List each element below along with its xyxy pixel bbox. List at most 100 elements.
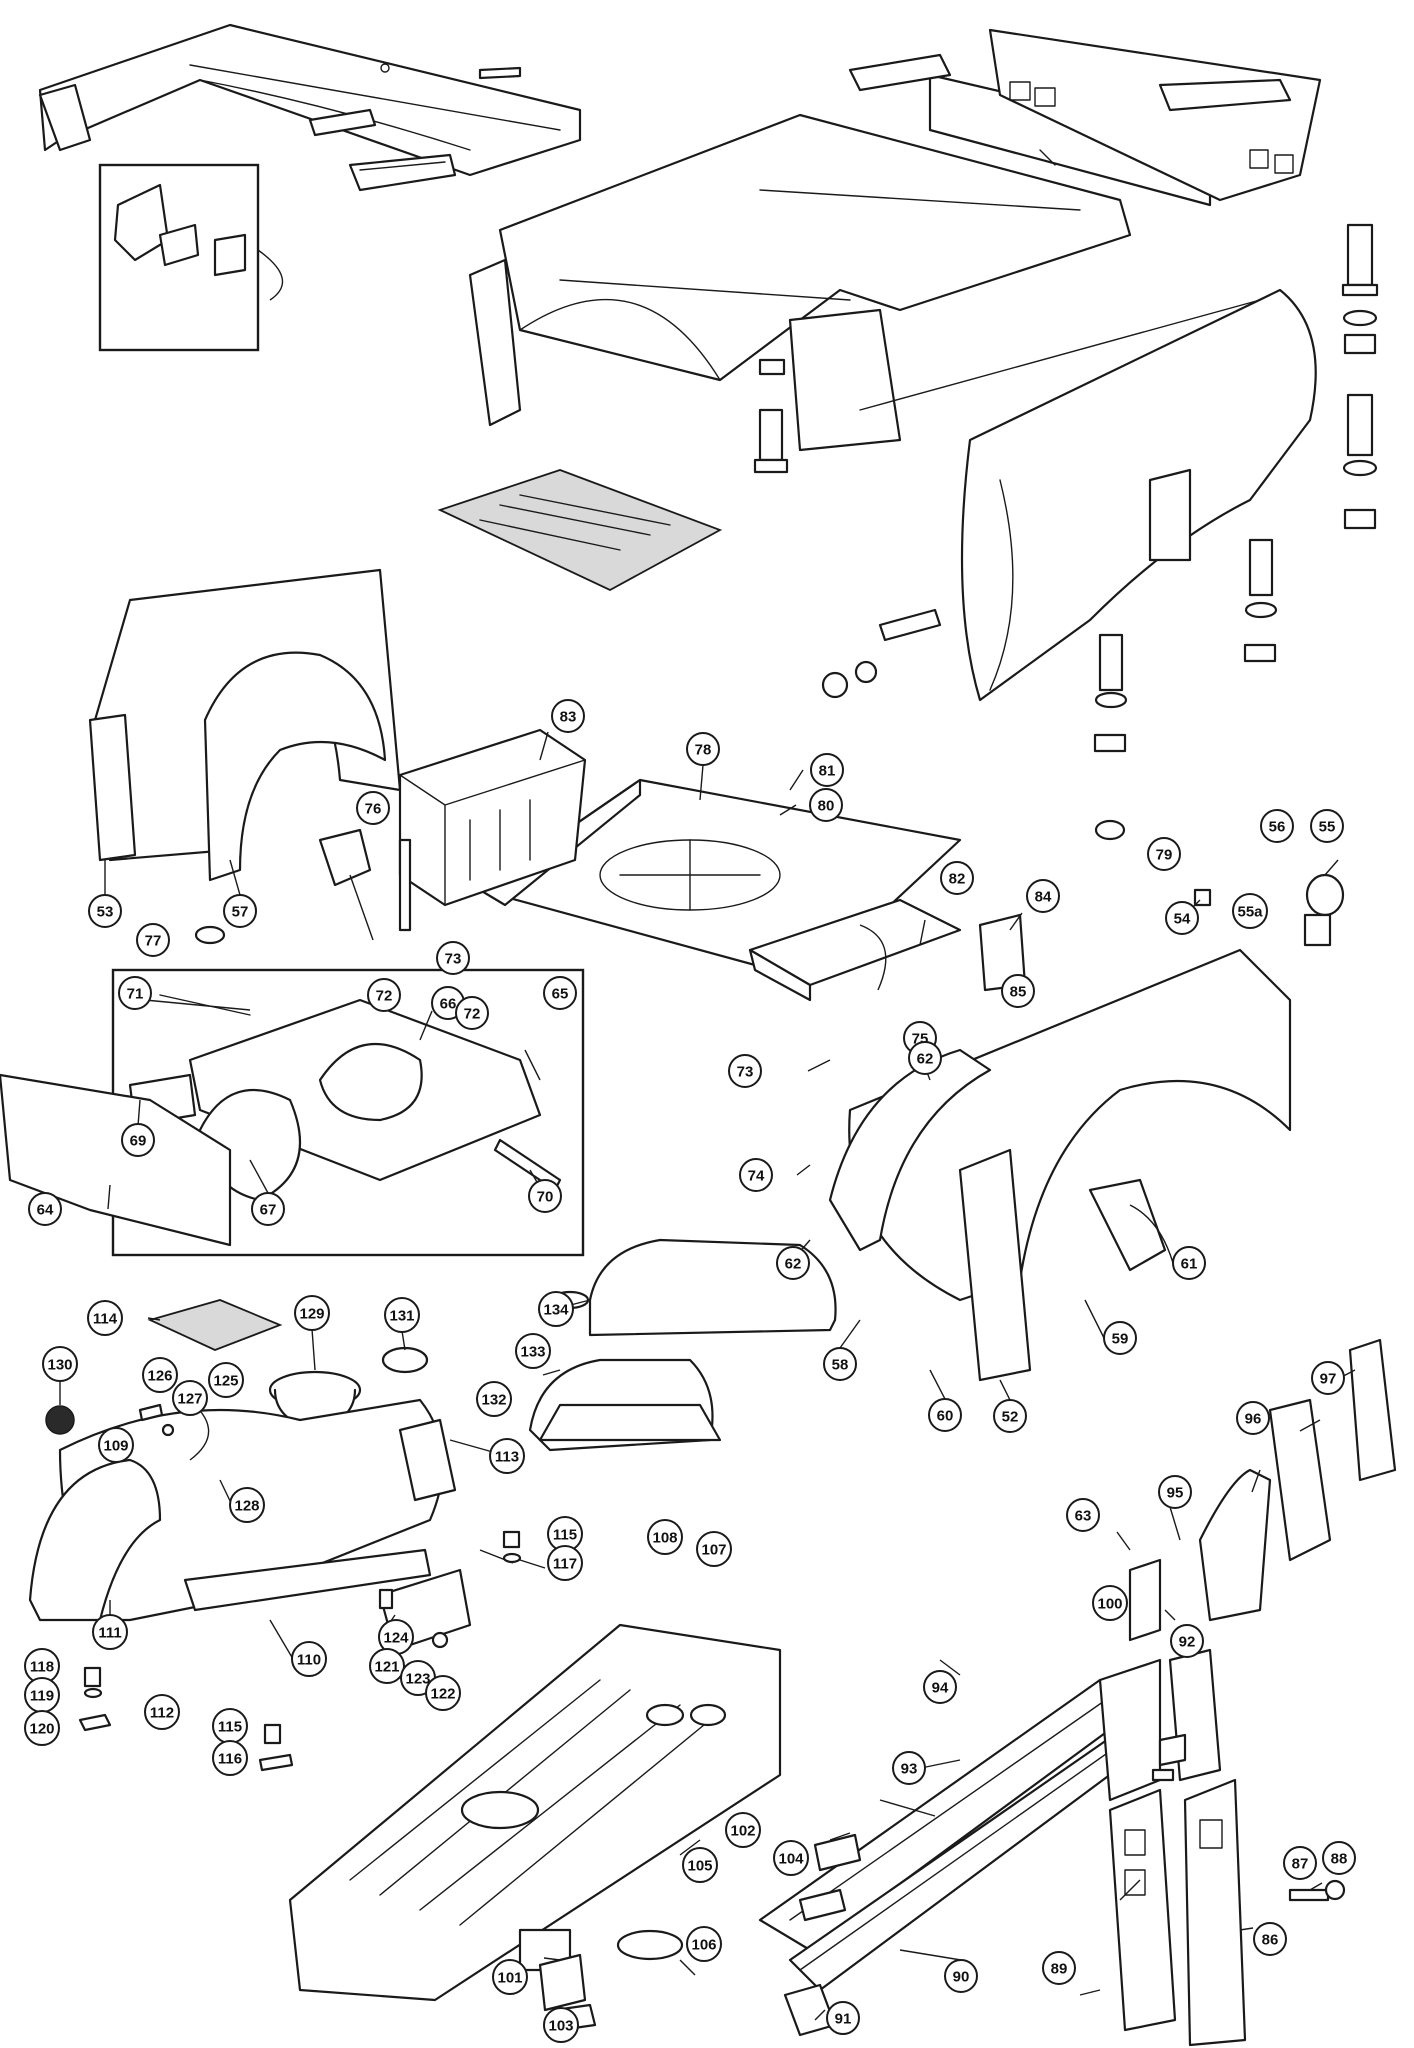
callout-label: 83: [560, 709, 577, 726]
callout-label: 115: [218, 1719, 242, 1736]
callout-circle: [551, 699, 585, 733]
callout-circle: [1066, 1498, 1100, 1532]
callout-115: 115: [547, 1516, 583, 1552]
callout-69: 69: [121, 1123, 155, 1157]
callout-circle: [993, 1399, 1027, 1433]
callout-label: 89: [1051, 1961, 1068, 1978]
callout-label: 101: [497, 1970, 522, 1987]
callout-54: 54: [1165, 901, 1199, 935]
callout-circle: [1283, 1846, 1317, 1880]
callout-label: 65: [552, 986, 569, 1003]
callout-124: 124: [378, 1619, 414, 1655]
callout-circle: [928, 1398, 962, 1432]
callout-circle: [384, 1297, 420, 1333]
callout-label: 62: [785, 1256, 802, 1273]
callout-label: 80: [818, 798, 835, 815]
callout-96: 96: [1236, 1401, 1270, 1435]
callout-102: 102: [725, 1812, 761, 1848]
callout-label: 116: [218, 1751, 242, 1768]
callout-circle: [1103, 1321, 1137, 1355]
callout-65: 65: [543, 976, 577, 1010]
callout-56: 56: [1260, 809, 1294, 843]
callout-circle: [686, 1926, 722, 1962]
callout-label: 72: [464, 1006, 481, 1023]
callout-83: 83: [551, 699, 585, 733]
callout-73: 73: [728, 1054, 762, 1088]
callout-label: 52: [1002, 1409, 1019, 1426]
callout-circle: [1236, 1401, 1270, 1435]
callout-117: 117: [547, 1545, 583, 1581]
callout-circle: [142, 1357, 178, 1393]
callout-circle: [647, 1519, 683, 1555]
callout-circle: [1311, 1361, 1345, 1395]
rear-fender: [859, 288, 1317, 702]
callout-circle: [369, 1648, 405, 1684]
callout-circle: [172, 1380, 208, 1416]
callout-95: 95: [1158, 1475, 1192, 1509]
callout-label: 71: [127, 986, 144, 1003]
callout-label: 78: [695, 742, 712, 759]
callout-circle: [1172, 1246, 1206, 1280]
callout-label: 104: [778, 1851, 804, 1868]
callout-circle: [547, 1545, 583, 1581]
callout-label: 106: [691, 1937, 716, 1954]
rear-wheelarch-lower: [28, 1398, 457, 1622]
callout-108: 108: [647, 1519, 683, 1555]
callout-103: 103: [543, 2007, 579, 2043]
callout-97: 97: [1311, 1361, 1345, 1395]
callout-label: 105: [687, 1858, 712, 1875]
callout-circle: [1147, 837, 1181, 871]
callout-circle: [776, 1246, 810, 1280]
callout-61: 61: [1172, 1246, 1206, 1280]
callout-circle: [87, 1300, 123, 1336]
callout-label: 73: [737, 1064, 754, 1081]
callout-label: 114: [93, 1311, 118, 1328]
callout-label: 93: [901, 1761, 918, 1778]
callout-circle: [1165, 901, 1199, 935]
callout-circle: [291, 1641, 327, 1677]
callout-111: 111: [92, 1614, 128, 1650]
callout-circle: [1170, 1624, 1204, 1658]
loose-bolts-left: [45, 1403, 522, 1772]
callout-81: 81: [810, 753, 844, 787]
callout-104: 104: [773, 1840, 809, 1876]
callout-76: 76: [356, 791, 390, 825]
callout-125: 125: [208, 1362, 244, 1398]
callout-label: 133: [520, 1344, 545, 1361]
callout-circle: [1001, 974, 1035, 1008]
callout-64: 64: [28, 1192, 62, 1226]
callout-circle: [823, 1347, 857, 1381]
callout-label: 86: [1262, 1932, 1279, 1949]
callout-circle: [144, 1694, 180, 1730]
callout-label: 61: [1181, 1256, 1198, 1273]
callout-circle: [696, 1531, 732, 1567]
callout-label: 88: [1331, 1851, 1348, 1868]
callout-label: 67: [260, 1202, 277, 1219]
callout-55: 55: [1310, 809, 1344, 843]
callout-circle: [136, 923, 170, 957]
callout-label: 127: [177, 1391, 202, 1408]
callout-label: 131: [389, 1308, 414, 1325]
callout-55a: 55a: [1232, 893, 1268, 929]
callout-circle: [1158, 1475, 1192, 1509]
callout-129: 129: [294, 1295, 330, 1331]
callout-101: 101: [492, 1959, 528, 1995]
callout-label: 124: [383, 1630, 409, 1647]
inset-frame-brackets: [98, 163, 284, 352]
callout-circle: [367, 978, 401, 1012]
callout-circle: [229, 1487, 265, 1523]
callout-label: 55a: [1237, 904, 1263, 921]
callout-circle: [773, 1840, 809, 1876]
callout-label: 76: [365, 801, 382, 818]
callout-circle: [436, 941, 470, 975]
callout-label: 90: [953, 1969, 970, 1986]
callout-label: 87: [1292, 1856, 1309, 1873]
rear-tonneau-panel: [988, 28, 1322, 202]
callout-116: 116: [212, 1740, 248, 1776]
callout-label: 72: [376, 988, 393, 1005]
callout-circle: [42, 1346, 78, 1382]
callout-label: 70: [537, 1189, 554, 1206]
callout-label: 79: [1156, 847, 1173, 864]
